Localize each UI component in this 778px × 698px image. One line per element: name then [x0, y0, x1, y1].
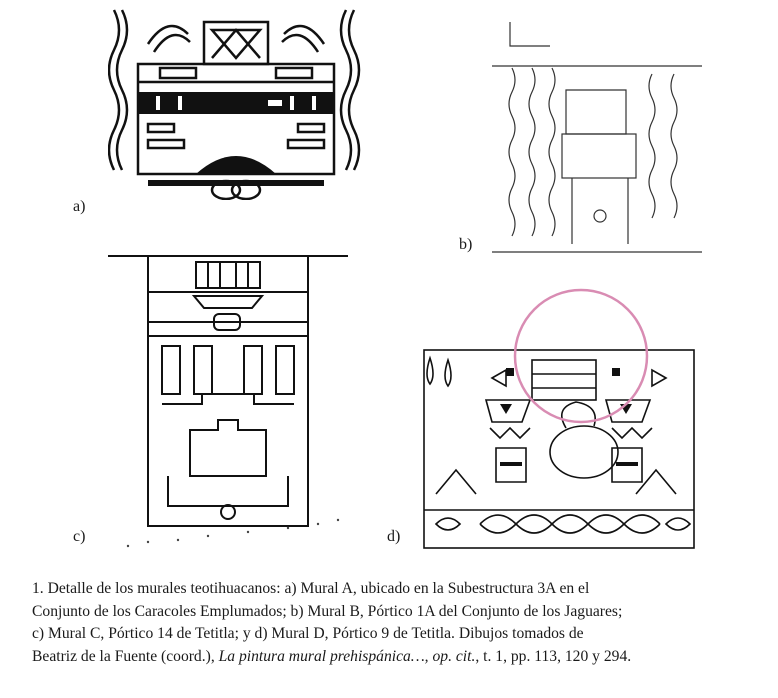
label-c: c) — [73, 528, 86, 545]
caption-line-4: Beatriz de la Fuente (coord.), La pintur… — [32, 646, 772, 669]
figure-d-mural-d — [416, 288, 706, 554]
figure-c-mural-c — [108, 240, 348, 556]
figure-caption: 1. Detalle de los murales teotihuacanos:… — [32, 578, 772, 668]
figure-b-mural-b — [492, 4, 702, 256]
caption-book-title: La pintura mural prehispánica…, op. cit. — [218, 647, 476, 665]
highlight-circle — [513, 288, 649, 424]
caption-line-2: Conjunto de los Caracoles Emplumados; b)… — [32, 602, 623, 620]
mural-c-drawing — [108, 255, 348, 548]
caption-line-4-start: Beatriz de la Fuente (coord.), — [32, 647, 219, 665]
figure-a-mural-a — [108, 4, 364, 200]
label-a: a) — [73, 198, 86, 215]
caption-line-3: c) Mural C, Pórtico 14 de Tetitla; y d) … — [32, 625, 584, 642]
caption-line-4-end: , t. 1, pp. 113, 120 y 294. — [475, 647, 632, 665]
label-d: d) — [387, 528, 401, 545]
mural-a-drawing — [108, 9, 361, 200]
mural-b-drawing — [492, 22, 702, 253]
caption-line-1: 1. Detalle de los murales teotihuacanos:… — [32, 580, 590, 597]
label-b: b) — [459, 236, 473, 253]
mural-d-drawing — [423, 288, 695, 549]
